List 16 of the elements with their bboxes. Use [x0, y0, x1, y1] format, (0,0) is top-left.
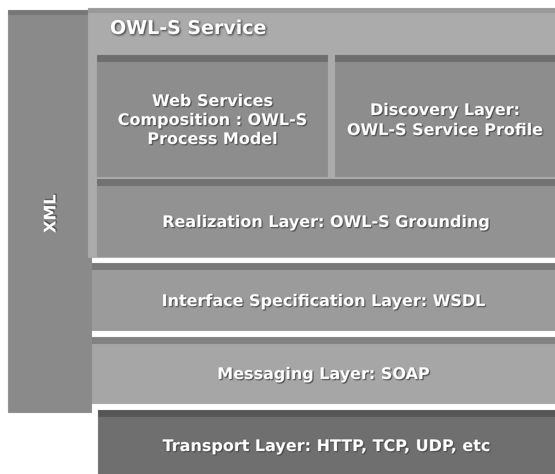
- layer-box: [97, 55, 328, 177]
- column-label: XML: [40, 194, 60, 234]
- layer-box: [335, 55, 555, 177]
- layer-label: Web Services Composition : OWL-S Process Model: [116, 90, 308, 148]
- layer-label: Interface Specification Layer: WSDL: [160, 290, 486, 310]
- layer-label: Transport Layer: HTTP, TCP, UDP, etc: [162, 436, 492, 456]
- layer-box: [92, 263, 555, 331]
- layer-label: Messaging Layer: SOAP: [216, 364, 431, 384]
- layer-label: Realization Layer: OWL-S Grounding: [161, 212, 491, 232]
- xml-column: [8, 10, 92, 413]
- layer-box: [98, 410, 555, 474]
- layer-label: Discovery Layer: OWL-S Service Profile: [346, 100, 544, 139]
- panel-heading: OWL-S Service: [110, 17, 266, 40]
- service-panel: [88, 8, 555, 258]
- layer-box: [97, 179, 555, 257]
- layer-box: [92, 337, 555, 404]
